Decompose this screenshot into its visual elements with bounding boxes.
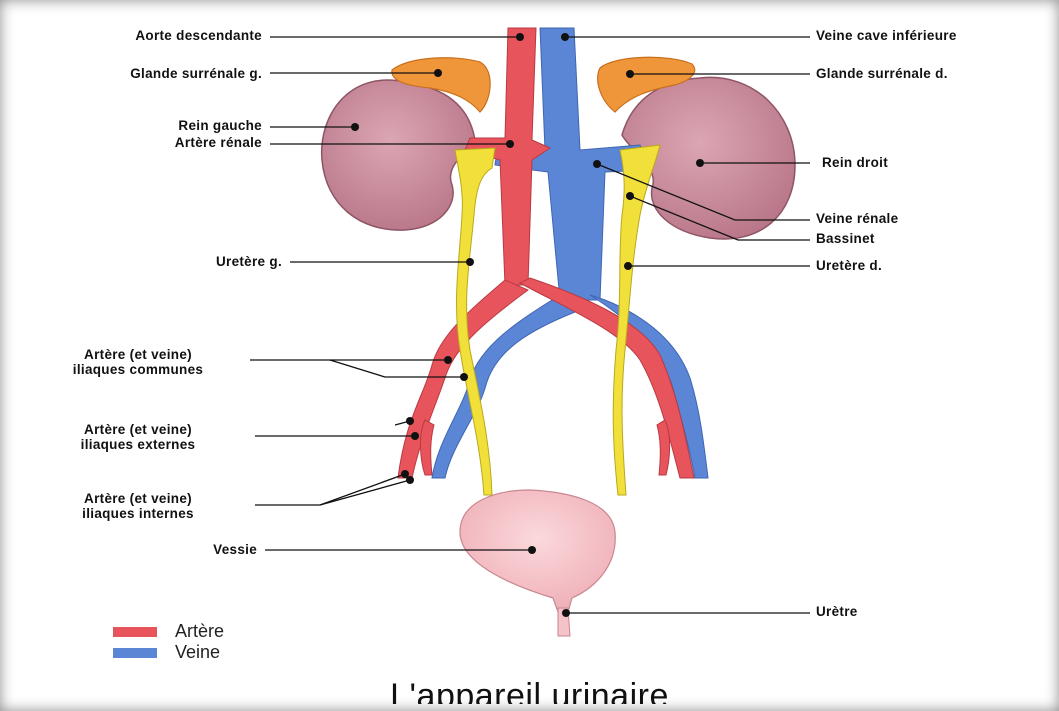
label-uretere-g: Uretère g.: [10, 254, 282, 269]
iliac-veins: [432, 295, 575, 478]
label-iliaques-externes-line1: Artère (et veine): [30, 422, 246, 437]
label-bassinet: Bassinet: [816, 231, 875, 246]
artery-color-swatch: [113, 627, 157, 637]
left-kidney: [322, 80, 475, 230]
legend-artere: Artère: [113, 621, 224, 642]
label-iliaques-internes-line2: iliaques internes: [30, 506, 246, 521]
label-veine-renale: Veine rénale: [816, 211, 898, 226]
label-iliaques-communes-line1: Artère (et veine): [30, 347, 246, 362]
bladder: [460, 490, 615, 612]
legend-artere-label: Artère: [175, 621, 224, 642]
internal-iliac-left: [420, 420, 434, 475]
label-rein-gauche: Rein gauche: [10, 118, 262, 133]
label-vessie: Vessie: [10, 542, 257, 557]
label-glande-surrenale-g: Glande surrénale g.: [10, 66, 262, 81]
label-rein-droit: Rein droit: [822, 155, 888, 170]
label-iliaques-externes-line2: iliaques externes: [30, 437, 246, 452]
label-glande-surrenale-d: Glande surrénale d.: [816, 66, 948, 81]
legend-veine-label: Veine: [175, 642, 220, 663]
label-artere-renale: Artère rénale: [10, 135, 262, 150]
legend-veine: Veine: [113, 642, 220, 663]
label-uretre: Urètre: [816, 604, 858, 619]
page-title: L'appareil urinaire: [0, 676, 1059, 704]
label-uretere-d: Uretère d.: [816, 258, 882, 273]
label-iliaques-internes-line1: Artère (et veine): [30, 491, 246, 506]
label-aorte-descendante: Aorte descendante: [10, 28, 262, 43]
label-veine-cave-inferieure: Veine cave inférieure: [816, 28, 1052, 43]
vein-color-swatch: [113, 648, 157, 658]
label-iliaques-communes-line2: iliaques communes: [30, 362, 246, 377]
internal-iliac-right: [657, 420, 670, 475]
